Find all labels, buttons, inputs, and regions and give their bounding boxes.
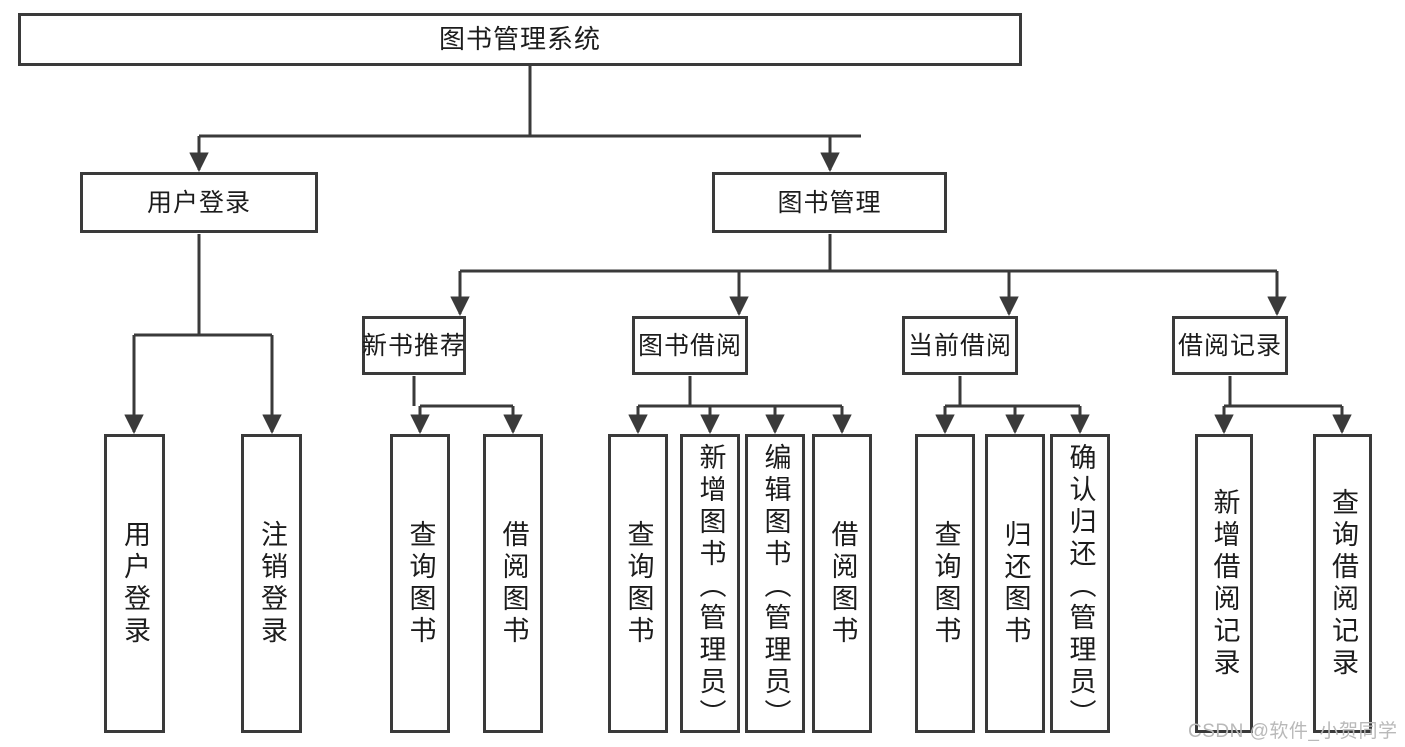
node-label: 借阅图书: [827, 519, 858, 648]
node-label: 当前借阅: [907, 331, 1012, 360]
node-new-book-recommend[interactable]: 新书推荐: [362, 316, 466, 375]
node-label: 编辑图书（管理员）: [760, 443, 791, 731]
node-label: 查询图书: [405, 519, 436, 648]
node-label: 用户登录: [146, 188, 251, 217]
node-label: 借阅记录: [1177, 331, 1282, 360]
node-leaf-edit-book-admin[interactable]: 编辑图书（管理员）: [745, 434, 805, 733]
node-borrow-record[interactable]: 借阅记录: [1172, 316, 1288, 375]
node-label: 查询借阅记录: [1328, 487, 1358, 680]
node-label: 用户登录: [120, 519, 150, 648]
node-leaf-query-book-borrow[interactable]: 查询图书: [608, 434, 668, 733]
node-label: 新书推荐: [362, 331, 467, 360]
node-label: 查询图书: [623, 519, 654, 648]
node-user-login[interactable]: 用户登录: [80, 172, 318, 233]
node-leaf-logout[interactable]: 注销登录: [241, 434, 302, 733]
node-label: 新增借阅记录: [1209, 487, 1240, 680]
node-label: 确认归还（管理员）: [1065, 443, 1096, 731]
node-label: 图书借阅: [637, 331, 742, 360]
node-label: 查询图书: [930, 519, 961, 648]
node-book-management[interactable]: 图书管理: [712, 172, 947, 233]
node-leaf-add-borrow-record[interactable]: 新增借阅记录: [1195, 434, 1253, 733]
node-current-borrow[interactable]: 当前借阅: [902, 316, 1018, 375]
node-label: 图书管理系统: [438, 23, 601, 54]
node-leaf-user-login[interactable]: 用户登录: [104, 434, 165, 733]
node-label: 新增图书（管理员）: [695, 443, 726, 731]
node-leaf-query-book-current[interactable]: 查询图书: [915, 434, 975, 733]
node-leaf-borrow-book[interactable]: 借阅图书: [812, 434, 872, 733]
node-label: 图书管理: [777, 188, 882, 217]
node-label: 注销登录: [257, 519, 287, 648]
watermark: CSDN @软件_小贺同学: [1188, 721, 1398, 742]
node-leaf-confirm-return-admin[interactable]: 确认归还（管理员）: [1050, 434, 1110, 733]
node-leaf-add-book-admin[interactable]: 新增图书（管理员）: [680, 434, 740, 733]
node-leaf-query-borrow-record[interactable]: 查询借阅记录: [1313, 434, 1372, 733]
node-label: 归还图书: [1000, 519, 1031, 648]
node-root-system[interactable]: 图书管理系统: [18, 13, 1022, 66]
node-label: 借阅图书: [498, 519, 529, 648]
node-book-borrow[interactable]: 图书借阅: [632, 316, 748, 375]
node-leaf-return-book[interactable]: 归还图书: [985, 434, 1045, 733]
node-leaf-borrow-book-recommend[interactable]: 借阅图书: [483, 434, 543, 733]
node-leaf-query-book-recommend[interactable]: 查询图书: [390, 434, 450, 733]
